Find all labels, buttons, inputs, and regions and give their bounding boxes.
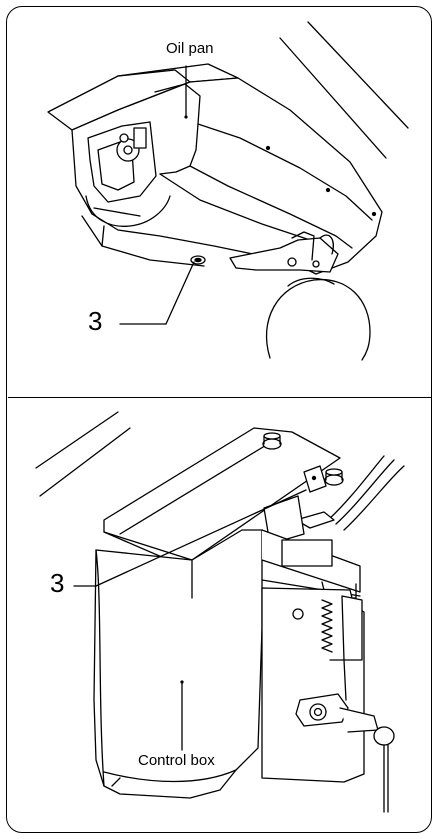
machine-head-drawing <box>48 22 408 360</box>
control-box-label: Control box <box>138 752 215 769</box>
oil-pan-label: Oil pan <box>166 40 214 57</box>
figure-frame <box>6 6 432 833</box>
callout-number-bottom: 3 <box>50 568 65 598</box>
panel-divider <box>8 397 431 398</box>
callout-number-top: 3 <box>88 306 103 336</box>
control-box-drawing <box>36 412 404 812</box>
